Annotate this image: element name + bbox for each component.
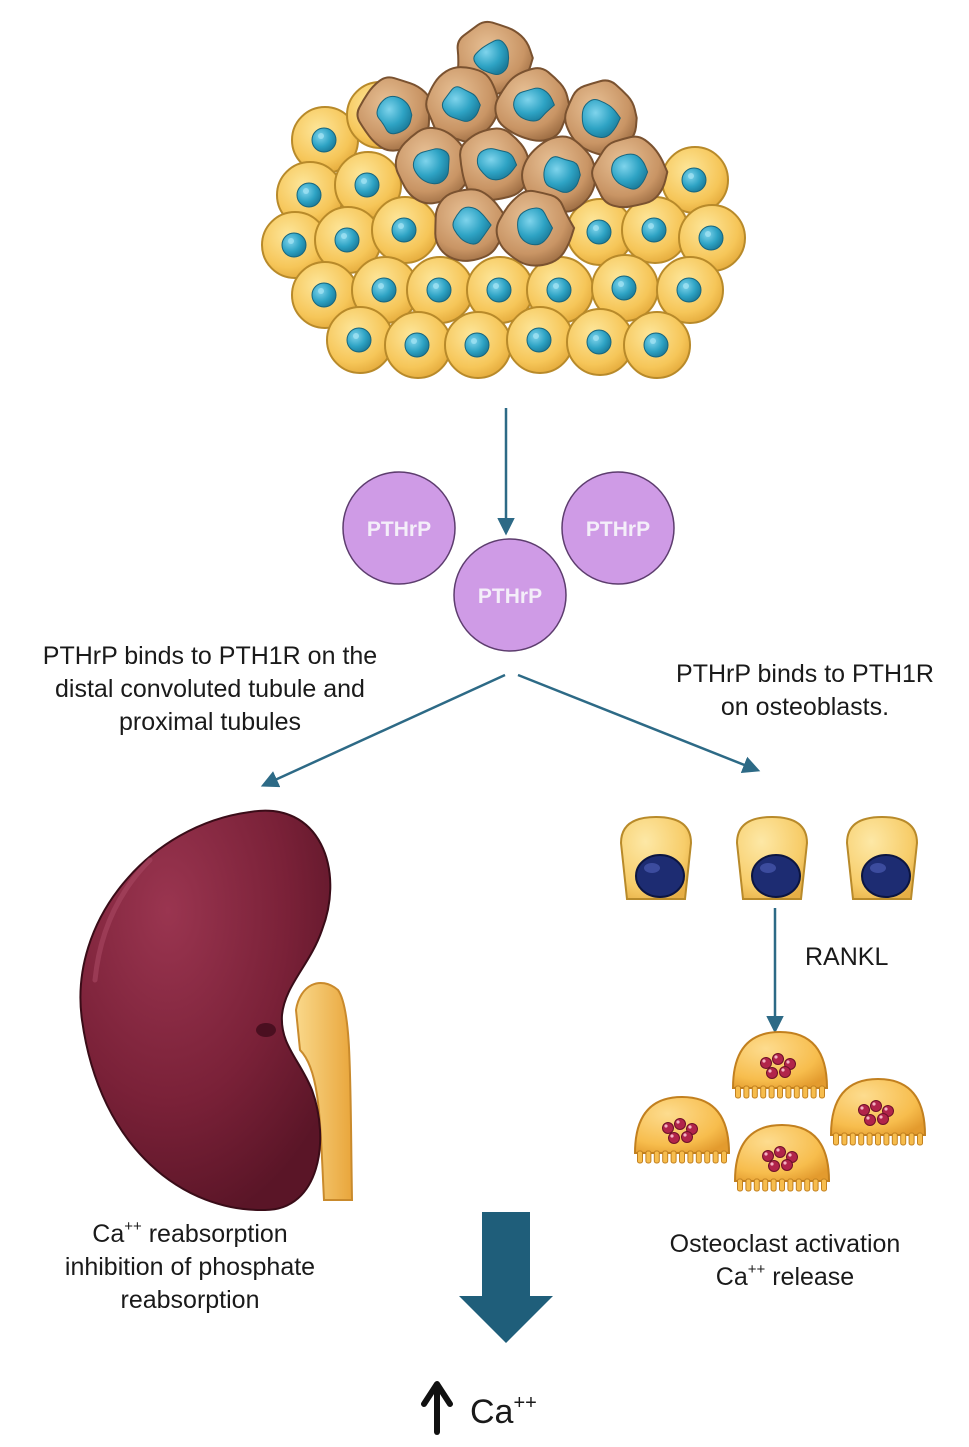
- tumor-cell: [459, 127, 531, 201]
- normal-cell: [326, 306, 394, 374]
- normal-cell: [656, 256, 724, 324]
- kidney-pathway-line-3: proximal tubules: [118, 708, 302, 736]
- normal-cell: [334, 151, 402, 219]
- kidney-effect-line-2: inhibition of phosphate: [64, 1253, 316, 1281]
- osteoclast-effect-text: Osteoclast activation Ca++ release: [625, 1228, 945, 1294]
- calcium-symbol: Ca: [92, 1220, 125, 1248]
- normal-cell: [506, 306, 574, 374]
- normal-cell: [371, 196, 439, 264]
- increase-arrow-icon: [421, 1381, 453, 1435]
- calcium-charge: ++: [124, 1217, 142, 1235]
- tumor-cell: [564, 79, 638, 157]
- kidney-effect-text: Ca++ reabsorption inhibition of phosphat…: [20, 1218, 360, 1317]
- osteoclast-group: [633, 1030, 927, 1192]
- tumor-cell: [394, 126, 472, 205]
- bone-pathway-text: PTHrP binds to PTH1R on osteoblasts.: [645, 658, 965, 724]
- osteoclast-cell: [733, 1123, 831, 1192]
- normal-cell: [623, 311, 691, 379]
- tumor-cell-cluster: [261, 20, 746, 379]
- osteoblast-cell: [735, 815, 809, 900]
- kidney-effect-line-3: reabsorption: [120, 1286, 260, 1314]
- kidney-effect-line-1: Ca++ reabsorption: [20, 1218, 360, 1251]
- osteoclast-cell: [731, 1030, 829, 1099]
- normal-cell: [678, 204, 746, 272]
- kidney-illustration: [79, 809, 354, 1212]
- osteoclast-effect-line-2: Ca++ release: [625, 1261, 945, 1294]
- kidney-body: [79, 809, 332, 1212]
- bone-pathway-line-1: PTHrP binds to PTH1R: [676, 660, 934, 688]
- pthrp-label-left: PTHrP: [367, 518, 431, 541]
- normal-cell: [566, 308, 634, 376]
- normal-cell: [591, 254, 659, 322]
- pthrp-label-right: PTHrP: [586, 518, 650, 541]
- kidney-pathway-line-1: PTHrP binds to PTH1R on the: [42, 642, 378, 670]
- tumor-cell: [495, 189, 576, 267]
- osteoclast-effect-line-1: Osteoclast activation: [669, 1230, 901, 1258]
- normal-cell: [621, 196, 689, 264]
- arrow-to-kidney: [260, 673, 506, 788]
- tumor-cell: [425, 66, 501, 143]
- osteoblast-cell: [619, 815, 693, 900]
- tumor-cell: [434, 188, 512, 262]
- tumor-cell: [591, 135, 669, 209]
- normal-cell: [314, 206, 382, 274]
- osteoclast-effect-line-2-rest: release: [765, 1263, 855, 1291]
- normal-cell: [384, 311, 452, 379]
- ureter: [294, 981, 354, 1201]
- kidney-pathway-line-2: distal convoluted tubule and: [55, 675, 365, 703]
- rankl-label: RANKL: [805, 943, 889, 971]
- result-calcium-increase: Ca++: [470, 1392, 537, 1432]
- arrow-to-osteoblasts: [517, 673, 761, 773]
- normal-cell: [261, 211, 329, 279]
- pthrp-molecule-center: PTHrP: [453, 538, 567, 652]
- normal-cell: [406, 256, 474, 324]
- normal-cell: [444, 311, 512, 379]
- osteoblast-cell: [845, 815, 919, 900]
- bone-pathway-line-2: on osteoblasts.: [720, 693, 890, 721]
- tumor-cell: [356, 76, 432, 152]
- kidney-effect-line-1-rest: reabsorption: [141, 1220, 288, 1248]
- pthrp-label-center: PTHrP: [478, 585, 542, 608]
- calcium-charge: ++: [747, 1260, 766, 1278]
- pthrp-molecule-left: PTHrP: [342, 471, 456, 585]
- kidney-pathway-text: PTHrP binds to PTH1R on the distal convo…: [0, 640, 420, 739]
- result-calcium-symbol: Ca: [470, 1393, 514, 1431]
- calcium-symbol: Ca: [715, 1263, 748, 1291]
- tumor-cell: [494, 67, 571, 142]
- big-down-arrow: [459, 1212, 553, 1343]
- result-calcium-charge: ++: [513, 1391, 537, 1414]
- osteoclast-cell: [829, 1077, 927, 1146]
- osteoclast-cell: [633, 1095, 731, 1164]
- pthrp-molecule-right: PTHrP: [561, 471, 675, 585]
- osteoblast-group: [619, 815, 919, 900]
